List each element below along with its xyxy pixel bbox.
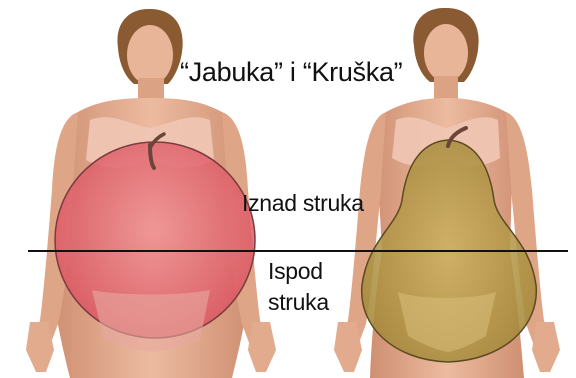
below-waist-label-line1: Ispod <box>268 258 323 285</box>
right-face <box>424 24 468 82</box>
image-title: “Jabuka” i “Kruška” <box>180 57 402 88</box>
left-face <box>127 25 173 85</box>
below-waist-label-line2: struka <box>268 289 329 316</box>
left-woman-hand-right <box>248 322 276 372</box>
right-woman-hand-right <box>532 322 560 372</box>
above-waist-label: Iznad struka <box>242 190 364 217</box>
